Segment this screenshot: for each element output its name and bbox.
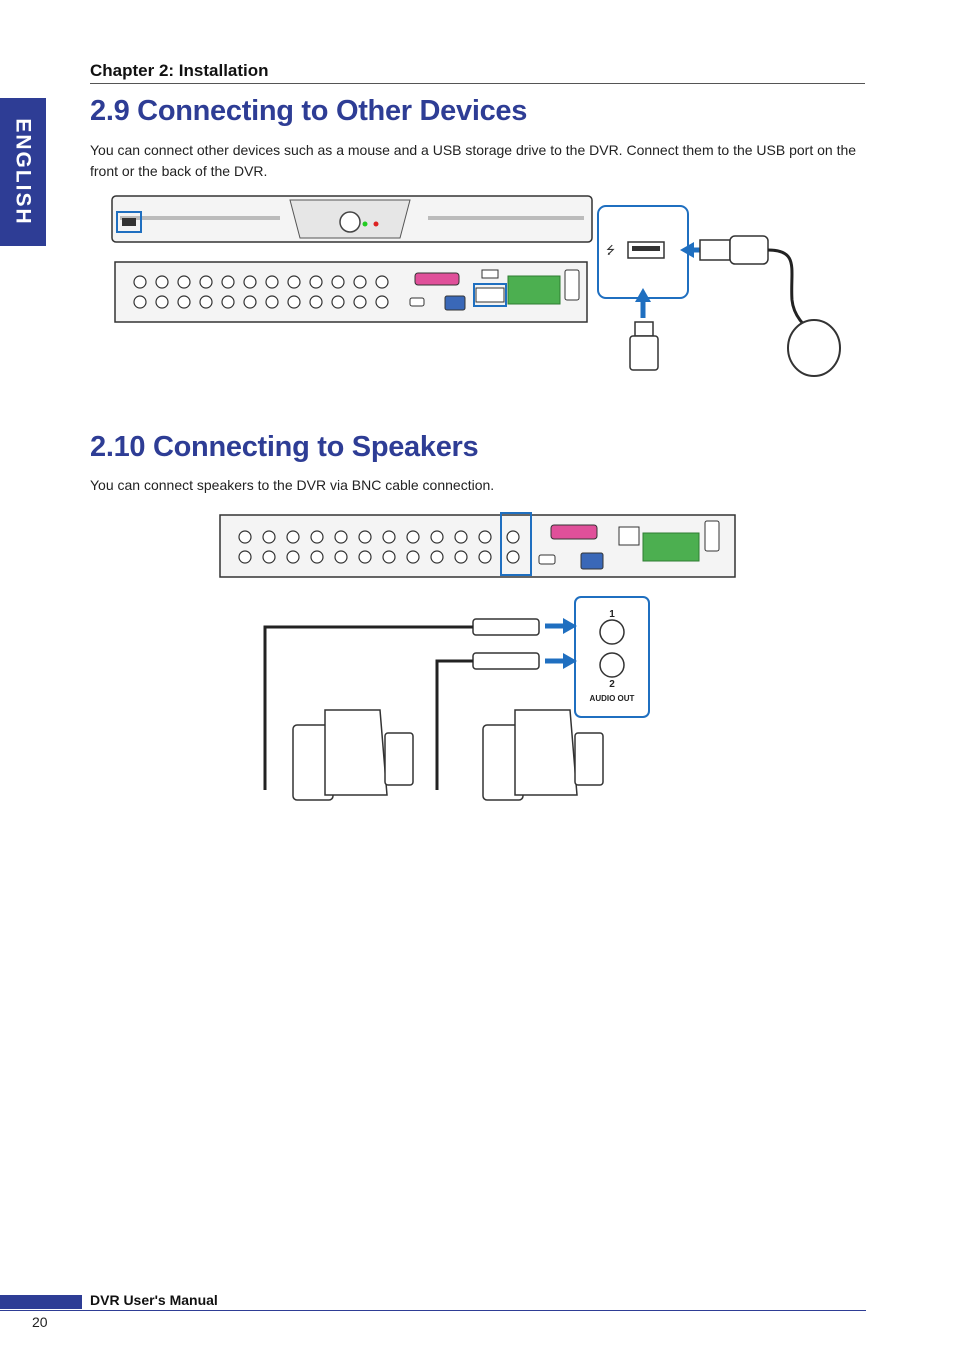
chapter-heading: Chapter 2: Installation <box>90 61 269 80</box>
usb-port-callout: ⭍ <box>597 205 689 299</box>
section-title-other-devices: 2.9 Connecting to Other Devices <box>90 95 528 127</box>
audio-out-port-1 <box>599 619 625 645</box>
audio-out-port-1-label: 1 <box>609 609 615 620</box>
speaker-connection-figure: 1 2 AUDIO OUT <box>219 512 736 801</box>
speaker-set-right <box>482 709 604 801</box>
footer-divider <box>0 1310 866 1311</box>
audio-out-highlight <box>500 512 532 576</box>
front-usb-highlight <box>116 211 142 233</box>
usb-connection-figure: ⭍ <box>111 195 841 377</box>
speaker-cable-1 <box>263 625 473 790</box>
svg-text:⭍: ⭍ <box>606 244 615 257</box>
bnc-plug-1 <box>472 618 540 636</box>
page-number: 20 <box>32 1314 48 1330</box>
speaker-set-left <box>292 709 414 801</box>
bnc-plug-2 <box>472 652 540 670</box>
rear-usb-highlight <box>473 283 507 307</box>
section-body-speakers: You can connect speakers to the DVR via … <box>90 477 495 493</box>
footer-manual-title: DVR User's Manual <box>90 1292 218 1308</box>
audio-out-callout: 1 2 AUDIO OUT <box>574 596 650 718</box>
section-body-other-devices: You can connect other devices such as a … <box>90 142 857 179</box>
mouse-icon <box>787 319 841 377</box>
dvr-front-panel <box>111 195 593 243</box>
language-tab: ENGLISH <box>0 98 46 246</box>
usb-flash-drive-icon <box>629 321 659 371</box>
chapter-divider <box>90 83 865 84</box>
footer-color-bar <box>0 1295 82 1309</box>
audio-out-port-2 <box>599 652 625 678</box>
usb-plug <box>699 235 769 265</box>
speaker-cable-2 <box>435 659 473 790</box>
dvr-rear-panel <box>114 261 588 323</box>
section-title-speakers: 2.10 Connecting to Speakers <box>90 431 479 463</box>
audio-out-label: AUDIO OUT <box>590 694 635 703</box>
audio-out-port-2-label: 2 <box>609 679 615 690</box>
dvr-rear-panel-2 <box>219 514 736 578</box>
language-tab-label: ENGLISH <box>12 118 35 226</box>
